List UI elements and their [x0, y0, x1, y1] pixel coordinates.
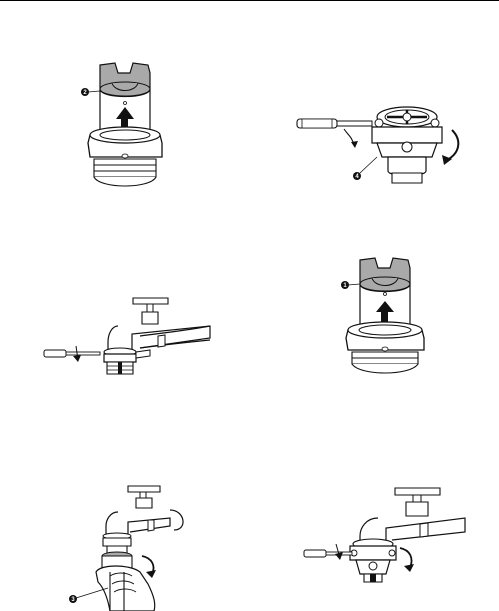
panel-hand-adapter-bottom-left: 3: [60, 480, 200, 611]
rotate-arrow-icon: [442, 130, 458, 165]
panel-adapter-removal-top-right: 4: [292, 95, 467, 195]
rotate-arrow-icon: [142, 556, 156, 578]
screwdriver-icon: [304, 550, 352, 557]
screwdriver-icon: [297, 119, 372, 128]
screwdriver-icon: [44, 350, 100, 357]
panel-faucet-adapter-bottom-right: [300, 482, 470, 587]
rotate-arrow-icon: [400, 548, 414, 572]
panel-adapter-insert-middle-right: 1: [330, 250, 440, 390]
top-rule: [0, 0, 499, 1]
panel-adapter-insert-top-left: 2: [70, 55, 180, 205]
panel-faucet-screwdriver-middle-left: [40, 290, 215, 385]
